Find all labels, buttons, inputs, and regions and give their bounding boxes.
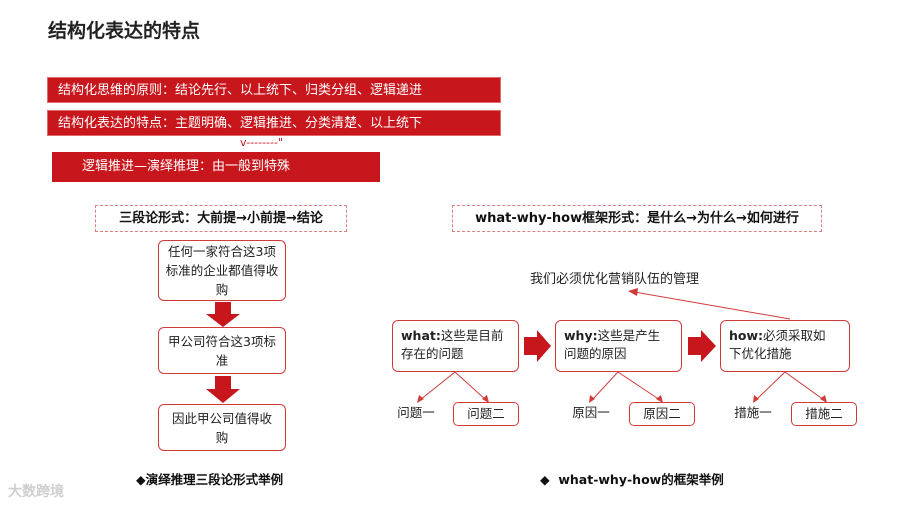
leaf-problem-2: 问题二	[453, 402, 519, 426]
minor-premise-node: 甲公司符合这3项标准	[158, 327, 286, 374]
arrowhead-icon	[628, 288, 638, 296]
goal-connector	[633, 291, 791, 320]
syllogism-caption: ◆演绎推理三段论形式举例	[136, 469, 283, 488]
leaf-problem-1: 问题一	[397, 405, 435, 420]
down-arrow-icon	[206, 302, 240, 327]
leaf-cause-2: 原因二	[629, 402, 695, 426]
deduction-banner: 逻辑推进—演绎推理：由一般到特殊	[52, 152, 380, 182]
major-premise-node: 任何一家符合这3项标准的企业都值得收购	[158, 240, 286, 301]
leaf-cause-1: 原因一	[572, 405, 610, 420]
features-banner: 结构化表达的特点：主题明确、逻辑推进、分类清楚、以上统下	[47, 110, 501, 136]
fan-lines	[419, 371, 825, 401]
principle-banner: 结构化思维的原则：结论先行、以上统下、归类分组、逻辑递进	[47, 77, 501, 103]
major-premise-text: 任何一家符合这3项标准的企业都值得收购	[165, 244, 279, 297]
what-key: what:	[401, 328, 441, 343]
right-arrow-icon	[688, 330, 716, 362]
page-title: 结构化表达的特点	[48, 20, 201, 42]
conclusion-node: 因此甲公司值得收购	[158, 404, 286, 451]
why-key: why:	[564, 328, 598, 343]
minor-premise-text: 甲公司符合这3项标准	[168, 333, 276, 368]
www-caption-text: what-why-how的框架举例	[558, 472, 724, 487]
down-arrow-icon	[206, 376, 240, 403]
how-key: how:	[729, 328, 764, 343]
leaf-measure-1: 措施一	[734, 405, 772, 420]
watermark-logo: 大数跨境	[8, 481, 64, 501]
why-node: why:这些是产生 问题的原因	[555, 320, 682, 372]
bullet-icon: ◆	[136, 472, 146, 487]
how-node: how:必须采取如 下优化措施	[720, 320, 850, 372]
what-node: what:这些是目前 存在的问题	[392, 320, 519, 372]
what-text: 这些是目前 存在的问题	[401, 328, 504, 361]
bullet-icon: ◆	[540, 472, 550, 487]
watermark-text: 大数跨境	[8, 484, 64, 500]
leaf-measure-2: 措施二	[791, 402, 857, 426]
syllogism-heading: 三段论形式：大前提→小前提→结论	[95, 205, 347, 232]
www-caption: ◆ what-why-how的框架举例	[540, 469, 724, 488]
why-text: 这些是产生 问题的原因	[564, 328, 661, 361]
right-arrow-icon	[524, 330, 551, 362]
how-text: 必须采取如 下优化措施	[729, 328, 826, 361]
goal-statement: 我们必须优化营销队伍的管理	[530, 272, 700, 287]
www-heading: what-why-how框架形式：是什么→为什么→如何进行	[452, 205, 822, 232]
underline-marker: v--------"	[240, 136, 284, 149]
syllogism-caption-text: 演绎推理三段论形式举例	[145, 472, 284, 487]
conclusion-text: 因此甲公司值得收购	[171, 410, 272, 445]
